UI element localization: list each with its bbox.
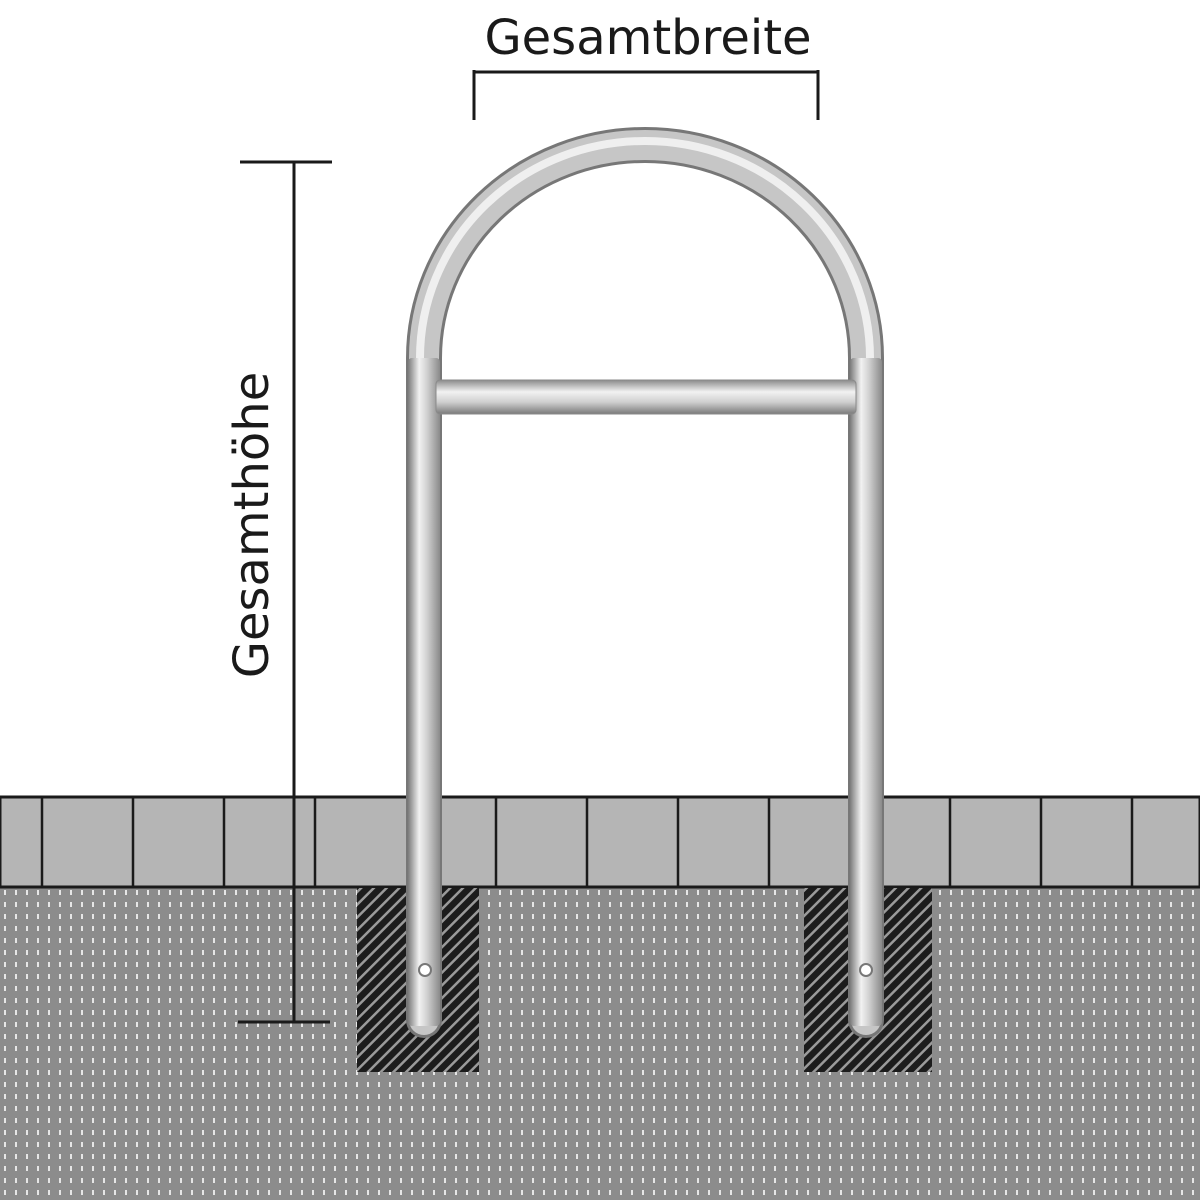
curb-row xyxy=(0,795,1200,889)
anchor-hole-left xyxy=(418,963,432,977)
right-post xyxy=(850,358,882,1026)
left-post xyxy=(408,358,440,1026)
width-dimension xyxy=(472,70,820,120)
cross-bar xyxy=(435,379,857,415)
height-dimension xyxy=(238,160,332,1024)
height-label: Gesamthöhe xyxy=(224,372,280,678)
anchor-hole-right xyxy=(859,963,873,977)
bike-stand-bow xyxy=(406,127,884,1038)
width-label: Gesamtbreite xyxy=(484,10,811,66)
ground-soil xyxy=(0,886,1200,1200)
